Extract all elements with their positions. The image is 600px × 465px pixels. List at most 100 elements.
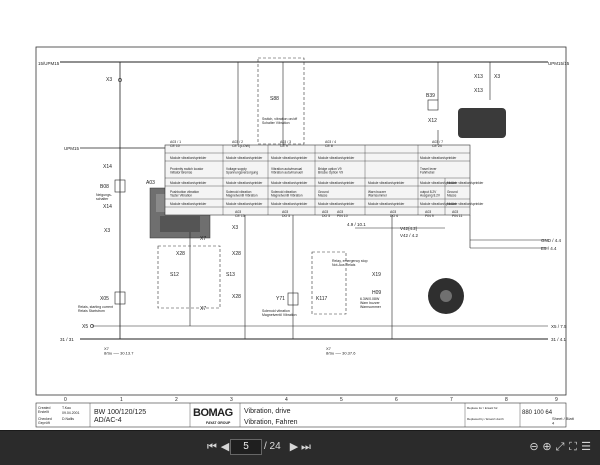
x12-label: X12 (428, 118, 437, 124)
doc-number: 880 100 64 (522, 410, 553, 416)
last-page-icon[interactable]: ⏭ (301, 441, 311, 453)
x3-mid-label: X3 (232, 225, 238, 231)
table-outline (164, 144, 471, 216)
fit-page-icon[interactable]: ⤢ (555, 441, 565, 453)
s13-label: S13 (226, 272, 235, 278)
grid-number: 7 (450, 397, 453, 403)
grid-number: 5 (340, 397, 343, 403)
grid-number: 2 (175, 397, 178, 403)
v42b-label: V42(4.2) (400, 226, 418, 231)
page-number-input[interactable]: 5 (230, 439, 262, 455)
grid-number: 8 (505, 397, 508, 403)
next-page-icon[interactable]: ▶ (289, 441, 299, 453)
doc-label-de: Replaced by / Ersetzt durch (467, 417, 504, 421)
module-a03-photo-detail-2 (160, 216, 200, 232)
solenoid-y71 (287, 292, 299, 306)
prev-page-icon[interactable]: ◀ (220, 441, 230, 453)
drawing-frame (35, 46, 567, 396)
wiring-diagram: 15/UPM15 UPM15/15 31 / 31 31 / 4.1 UPM15… (35, 46, 575, 428)
first-page-icon[interactable]: ⏮ (207, 441, 217, 453)
table-mid-cell: Module vibration/sprinkler (368, 181, 405, 185)
module-a03-table: Module vibration/sprinkler Module vibrat… (164, 140, 484, 218)
h09-label: H09 (372, 290, 381, 296)
table-lower-cell: Module vibration/sprinkler (420, 202, 457, 206)
switch-s12-box (157, 245, 221, 309)
x28-label: X28 (176, 251, 185, 257)
a03-label: A03 (146, 180, 155, 186)
s88-label: S88 (270, 96, 279, 102)
grid-number: 6 (395, 397, 398, 403)
title-de: Vibration, Fahren (244, 419, 298, 426)
x28-b-label: X28 (232, 251, 241, 257)
gnd-label: GND / 4.4 (541, 238, 562, 243)
grid-number: 0 (64, 397, 67, 403)
table-upper-cell: Module vibration/sprinkler (271, 156, 308, 160)
table-mid-cell: Module vibration/sprinkler (420, 181, 457, 185)
connector-x3-top (118, 78, 122, 82)
b08-desc: Neigungs-schalter (96, 193, 113, 201)
sensor-b08 (114, 179, 126, 193)
x14-a-label: X14 (103, 164, 112, 170)
x13-b-label: X13 (474, 88, 483, 94)
menu-icon[interactable]: ☰ (581, 441, 591, 453)
grid-number: 4 (285, 397, 288, 403)
x3-left-label: X3 (104, 228, 110, 234)
page-total: / 24 (264, 441, 281, 452)
fullscreen-icon[interactable]: ⛶ (569, 441, 577, 453)
table-upper-cell: Module vibration/sprinkler (226, 156, 263, 160)
x05-label: X05 (100, 296, 109, 302)
table-mid-cell: Module vibration/sprinkler (318, 181, 355, 185)
x13-a-label: X13 (474, 74, 483, 80)
x3-right-label: X3 (494, 74, 500, 80)
x5-right-label: X5 / 7.5 (551, 324, 567, 329)
v42-label: V42 / 4.2 (400, 233, 419, 238)
rail-31-left-label: 31 / 31 (60, 337, 74, 342)
schematic-sheet: 15/UPM15 UPM15/15 31 / 31 31 / 4.1 UPM15… (0, 0, 600, 430)
y71-label: Y71 (276, 296, 285, 302)
sensor-b39 (427, 99, 439, 111)
x7-top-label: X7 (200, 236, 206, 242)
s12-label: S12 (170, 272, 179, 278)
created-by: T.Kau (62, 406, 71, 410)
upm15-right-label: UPM15/15 (548, 61, 570, 66)
doc-label-en: Replace for / Ersatz für (467, 406, 498, 410)
zoom-out-icon[interactable]: ⊖ (529, 441, 539, 453)
checked-by: D.Nallis (62, 417, 74, 421)
x5-label: X5 (82, 324, 88, 330)
x19-label: X19 (372, 272, 381, 278)
k117-label: K117 (316, 296, 328, 302)
table-upper-cell: Module vibration/sprinkler (170, 156, 207, 160)
table-mid-cell: Module vibration/sprinkler (226, 181, 263, 185)
zoom-in-icon[interactable]: ⊕ (542, 441, 552, 453)
grid-number: 1 (120, 397, 123, 403)
